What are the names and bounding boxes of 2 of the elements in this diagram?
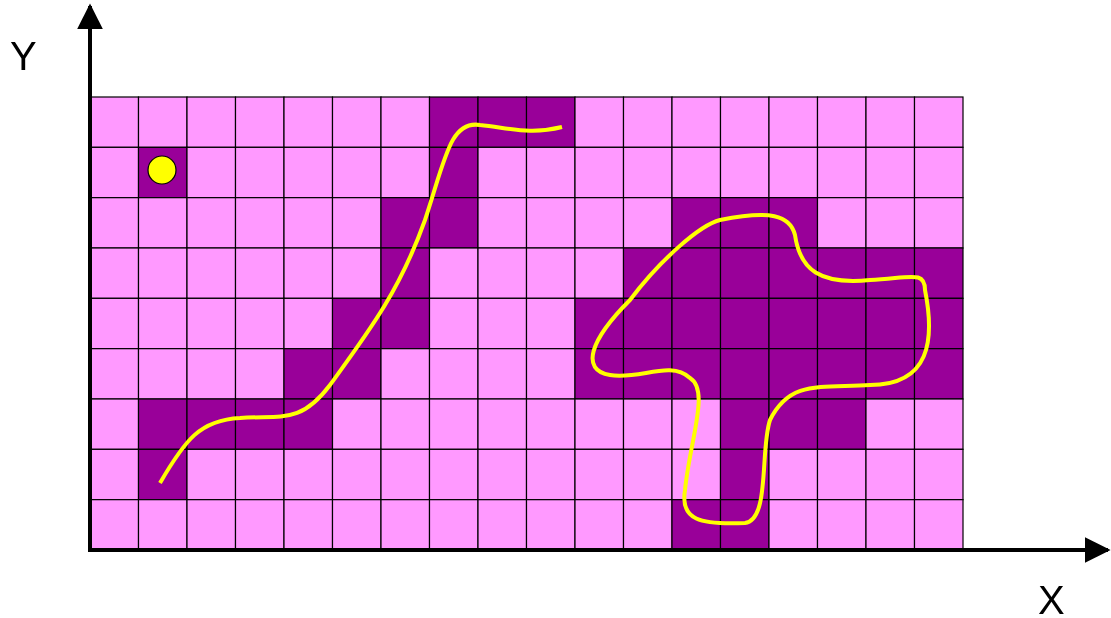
axis-label: X (1038, 580, 1065, 618)
axis-label: Y (10, 36, 37, 76)
